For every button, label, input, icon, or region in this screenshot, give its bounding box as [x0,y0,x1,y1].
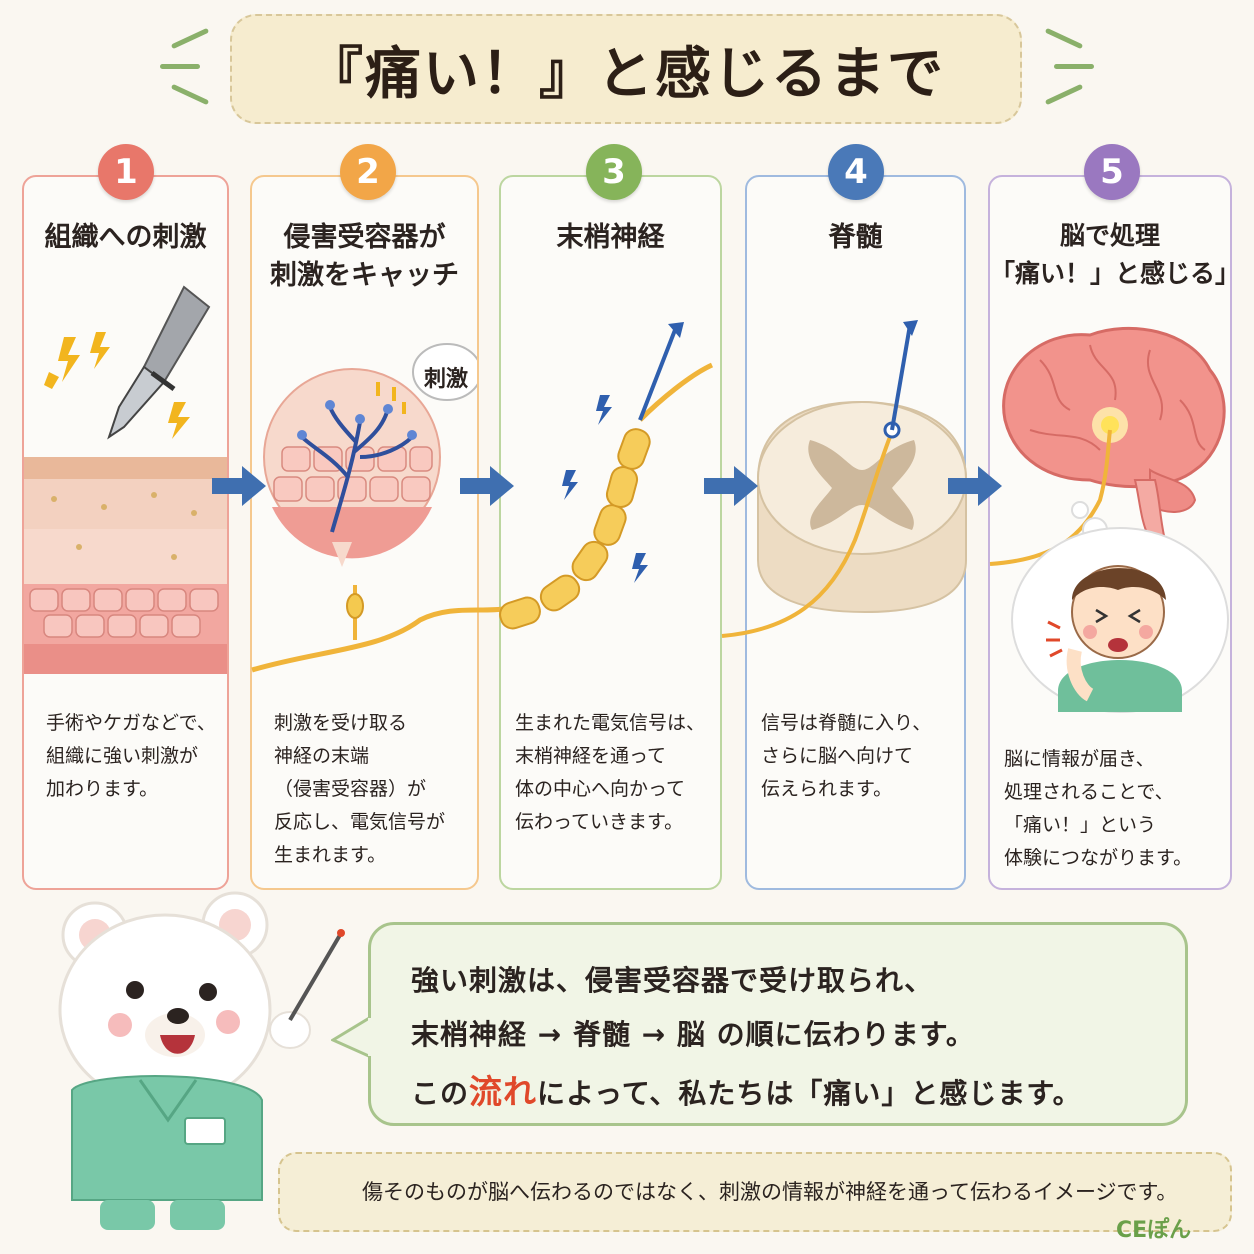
flow-arrow-4 [948,466,1002,506]
title-decoration-right [1054,64,1094,69]
title-banner: 『痛い！』と感じるまで [230,14,1022,124]
tip-text: 傷そのものが脳へ伝わるのではなく、刺激の情報が神経を通って伝わるイメージです。 [362,1180,1178,1204]
step-title: 脊髄 [828,222,883,253]
step-card-2: 侵害受容器が 刺激をキャッチ 刺激 刺激を受け取る 神経の末端 （侵害受容器） [250,175,479,890]
step-card-5: 脳で処理 「痛い！」と感じる」 脳に情報が届き、 処理されることで、 「痛い！」… [988,175,1241,890]
step-number-badge-5: 5 [1084,144,1140,200]
step-number-badge-4: 4 [828,144,884,200]
flow-arrow-3 [704,466,758,506]
stimulus-bubble-label: 刺激 [424,367,469,392]
title-decoration-left [170,83,210,106]
step-description: 生まれた電気信号は、 末梢神経を通って 体の中心へ向かって 伝わっていきます。 [515,712,706,833]
tip-box: 傷そのものが脳へ伝わるのではなく、刺激の情報が神経を通って伝わるイメージです。 [278,1152,1232,1232]
summary-line-3-prefix: この [411,1077,470,1110]
step-number-badge-2: 2 [340,144,396,200]
step-description: 脳に情報が届き、 処理されることで、 「痛い！」という 体験につながります。 [1004,748,1193,869]
step-description: 刺激を受け取る 神経の末端 （侵害受容器）が 反応し、電気信号が 生まれます。 [274,712,446,866]
receptor-illustration [263,343,477,567]
step-title: 侵害受容器が 刺激をキャッチ [270,222,459,291]
step-card-3: 末梢神経 生まれた電気信号は、 末梢神経を通って 体の中心へ向かって 伝わってい… [499,175,722,890]
flow-arrow-1 [212,466,266,506]
step-card-1: 組織への刺激 手術やケガ [22,175,229,890]
spark-icon [44,332,190,439]
step-title: 組織への刺激 [44,222,207,253]
summary-bubble-tail [331,1015,371,1059]
summary-highlight: 流れ [469,1072,538,1111]
step-description: 手術やケガなどで、 組織に強い刺激が 加わります。 [46,712,216,800]
step-title: 脳で処理 「痛い！」と感じる」 [990,221,1241,288]
page-title: 『痛い！』と感じるまで [307,41,945,107]
step-number-badge-1: 1 [98,144,154,200]
summary-bubble: 強い刺激は、侵害受容器で受け取られ、 末梢神経 → 脊髄 → 脳 の順に伝わりま… [368,922,1188,1126]
tissue-illustration [24,285,227,674]
scalpel-icon [107,285,211,440]
step-description: 信号は脊髄に入り、 さらに脳へ向けて 伝えられます。 [761,712,932,800]
title-decoration-right [1044,83,1084,106]
step-title: 末梢神経 [556,222,665,253]
step-number-badge-3: 3 [586,144,642,200]
title-decoration-right [1044,27,1084,50]
summary-line-1: 強い刺激は、侵害受容器で受け取られ、 [411,964,934,997]
title-decoration-left [160,64,200,69]
flow-arrow-2 [460,466,514,506]
step-card-4: 脊髄 信号は脊髄に入り、 さらに脳へ向けて 伝えられます。 [745,175,966,890]
summary-line-3: この流れによって、私たちは「痛い」と感じます。 [411,1065,1082,1113]
author-signature: CEぽん [1116,1218,1192,1243]
summary-line-2: 末梢神経 → 脊髄 → 脳 の順に伝わります。 [411,1018,975,1051]
title-decoration-left [170,27,210,50]
summary-line-3-suffix: によって、私たちは「痛い」と感じます。 [537,1077,1082,1110]
